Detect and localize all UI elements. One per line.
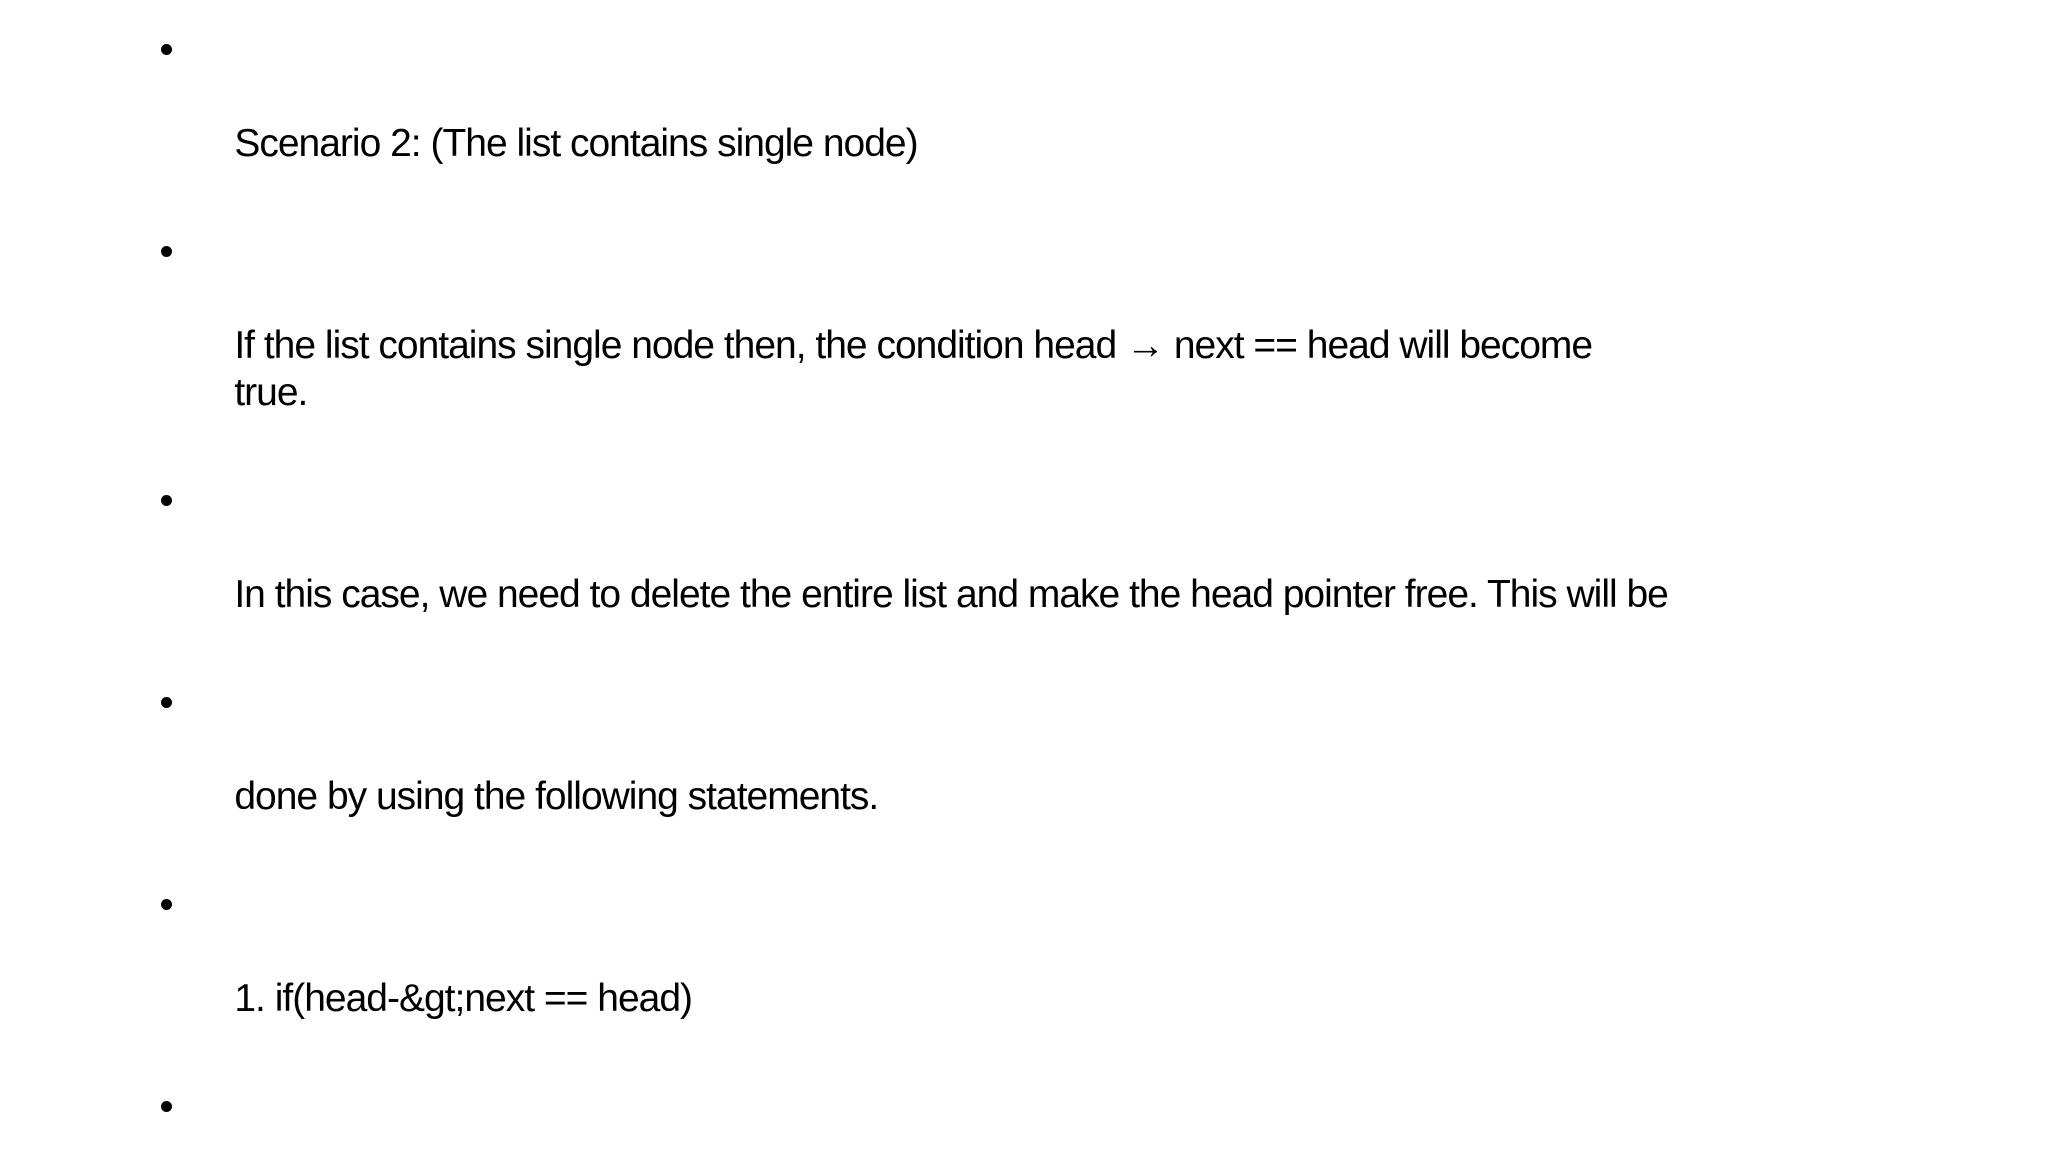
bullet-text: done by using the following statements.: [234, 775, 879, 818]
bullet-text: Scenario 2: (The list contains single no…: [234, 122, 918, 165]
bullet-marker-icon: [161, 44, 172, 55]
list-item: 2. {: [161, 1083, 2048, 1152]
list-item: Scenario 2: (The list contains single no…: [161, 26, 2048, 214]
list-item: If the list contains single node then, t…: [161, 228, 2048, 463]
list-item: In this case, we need to delete the enti…: [161, 477, 2048, 665]
bullet-text: If the list contains single node then, t…: [234, 324, 1593, 414]
bullet-marker-icon: [161, 495, 172, 506]
bullet-marker-icon: [161, 899, 172, 910]
bullet-marker-icon: [161, 697, 172, 708]
list-item: done by using the following statements.: [161, 679, 2048, 867]
bullet-text: In this case, we need to delete the enti…: [234, 573, 1669, 616]
bullet-marker-icon: [161, 246, 172, 257]
list-item: 1. if(head-&gt;next == head): [161, 881, 2048, 1069]
bullet-text: 1. if(head-&gt;next == head): [234, 977, 693, 1020]
bullet-marker-icon: [161, 1101, 172, 1112]
